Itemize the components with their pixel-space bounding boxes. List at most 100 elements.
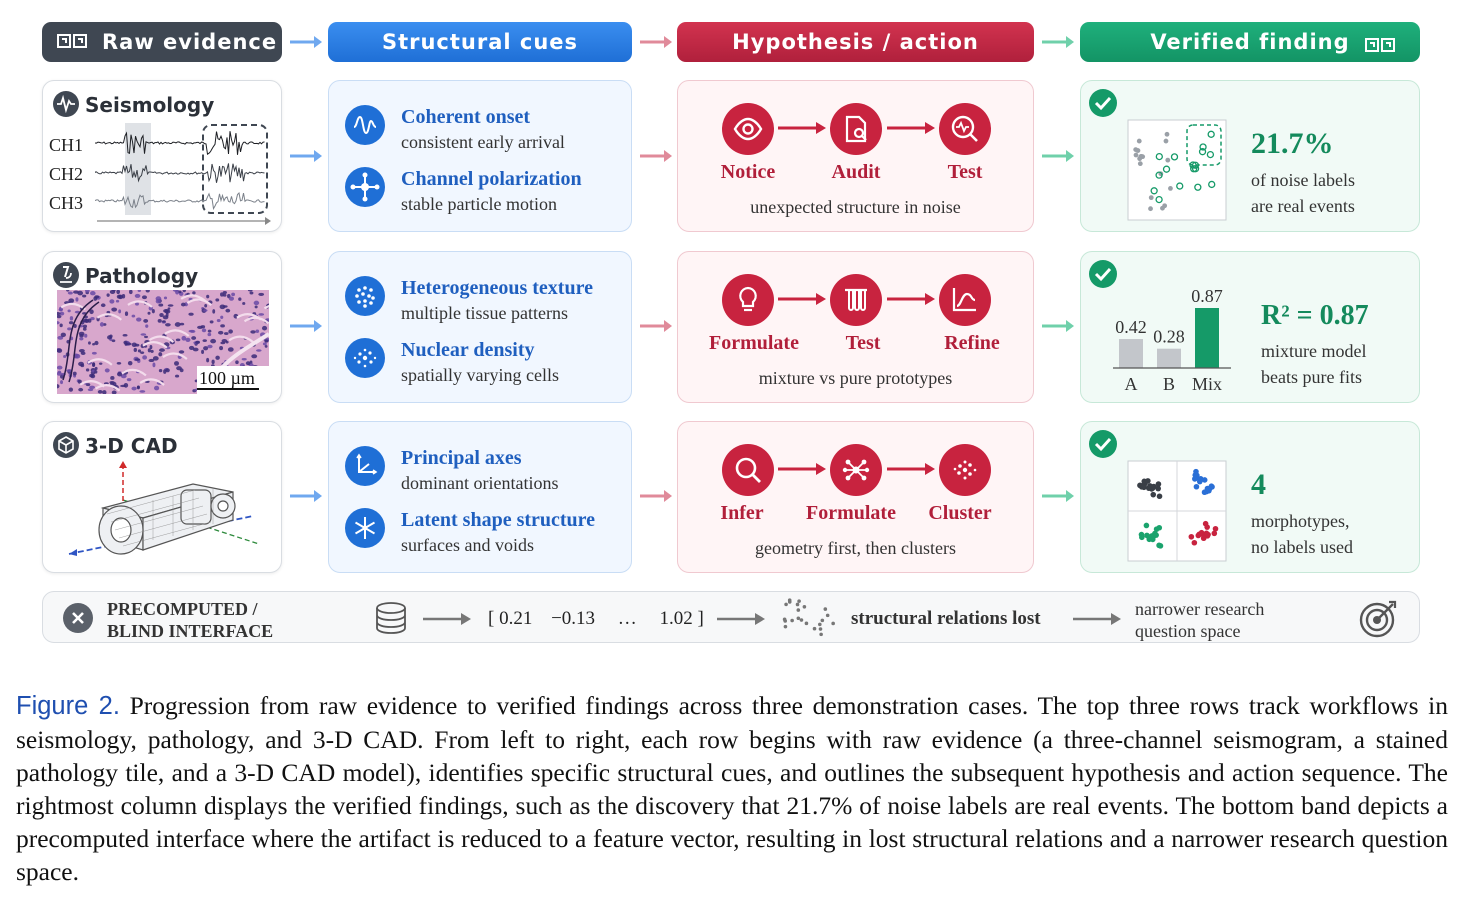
nucleus [68,321,74,325]
cluster-point [1153,526,1160,532]
nucleus [225,308,231,313]
stroma-fiber [180,294,206,302]
cluster-point [1211,530,1218,537]
bar-value-label: 0.28 [1153,327,1185,347]
vector-value: 1.02 ] [659,608,704,629]
cluster-point [1201,489,1208,496]
nucleus [60,332,66,338]
nucleus [82,318,88,323]
event-point [1208,180,1216,189]
nucleus [89,373,94,378]
stroma-fiber [162,352,188,360]
hypothesis-card-seismology: Notice Audit Test unexpected structure i… [677,80,1034,232]
nucleus [192,347,199,352]
nucleus [207,344,213,349]
nucleus [57,335,64,340]
noise-point [1148,206,1153,212]
event-point [1155,195,1163,204]
check-icon [1089,430,1117,458]
nucleus [87,388,94,392]
arrow-icon [1042,320,1074,332]
trace [95,131,265,156]
nucleus [142,355,148,360]
event-point [1155,152,1163,161]
nucleus [143,335,149,339]
event-point [1162,165,1171,173]
nucleus [238,297,242,301]
cluster-point [1155,481,1162,487]
nucleus [172,290,179,292]
nucleus [127,361,133,366]
axes-icon [345,446,385,486]
cue-title: Principal axes [401,447,522,469]
nucleus [206,357,210,363]
cue-desc: surfaces and voids [401,535,534,555]
nucleus [92,343,96,346]
audit-icon [830,103,882,155]
step-label: Infer [720,502,764,524]
cluster-point [1203,530,1210,537]
header-struct-label: Structural cues [381,30,579,54]
nucleus [228,296,234,301]
nucleus [219,292,224,297]
stroma-fiber [139,378,165,386]
event-point [1207,130,1215,138]
cube-icon [53,432,79,458]
lost-point [802,604,807,609]
raw-card-pathology: Pathology 100 µm [42,251,282,403]
bar [1157,348,1181,368]
nucleus [216,318,221,323]
nucleus [204,303,208,308]
event-point [1170,153,1179,161]
nucleus [137,349,142,353]
waveform-icon [53,91,79,117]
arrow-icon [290,490,322,502]
refine-curve-icon [939,274,991,326]
nucleus [220,341,226,345]
vector-value: … [617,608,637,629]
nucleus [203,309,208,312]
lost-point [795,602,800,607]
nucleus [104,368,110,373]
test-magnifier-icon [939,103,991,155]
nucleus [195,340,200,344]
nucleus [63,354,67,358]
arrow-icon [778,463,826,475]
nucleus [77,379,82,384]
event-point [1190,165,1198,173]
nucleus [145,290,150,293]
cluster-point [1156,493,1163,500]
cluster-point [1150,491,1157,498]
cluster-point [1149,485,1156,491]
nucleus [57,314,62,319]
header-hypothesis-action: Hypothesis / action [677,22,1034,62]
nucleus [140,351,145,354]
step-label: Notice [720,161,776,183]
nucleus [191,336,197,340]
lost-point [799,618,804,622]
bar-category-label: B [1163,374,1175,394]
nucleus [147,311,151,315]
nucleus [136,385,140,390]
stroma-fiber [79,380,105,388]
nucleus [57,365,63,370]
bracket-icon [56,30,90,54]
cues-card-seismology: Coherent onset consistent early arrival … [328,80,632,232]
nucleus [148,358,155,363]
finding-desc-line: of noise labels [1251,170,1355,190]
header-structural-cues: Structural cues [328,22,632,62]
nucleus [79,334,84,338]
bar-value-label: 0.42 [1115,317,1147,337]
nucleus [141,295,147,300]
nucleus [78,387,84,392]
nucleus [69,316,74,321]
hypothesis-card-pathology: Formulate Test Refine mixture vs pure pr… [677,251,1034,403]
nucleus [175,338,181,342]
nucleus [200,325,206,329]
search-icon [722,444,774,496]
cluster-point [1204,524,1210,530]
nucleus [222,291,227,295]
cluster-point [1157,543,1164,549]
hypothesis-card-cad: Infer Formulate Cluster geometry first, … [677,421,1034,573]
nucleus [258,292,265,296]
